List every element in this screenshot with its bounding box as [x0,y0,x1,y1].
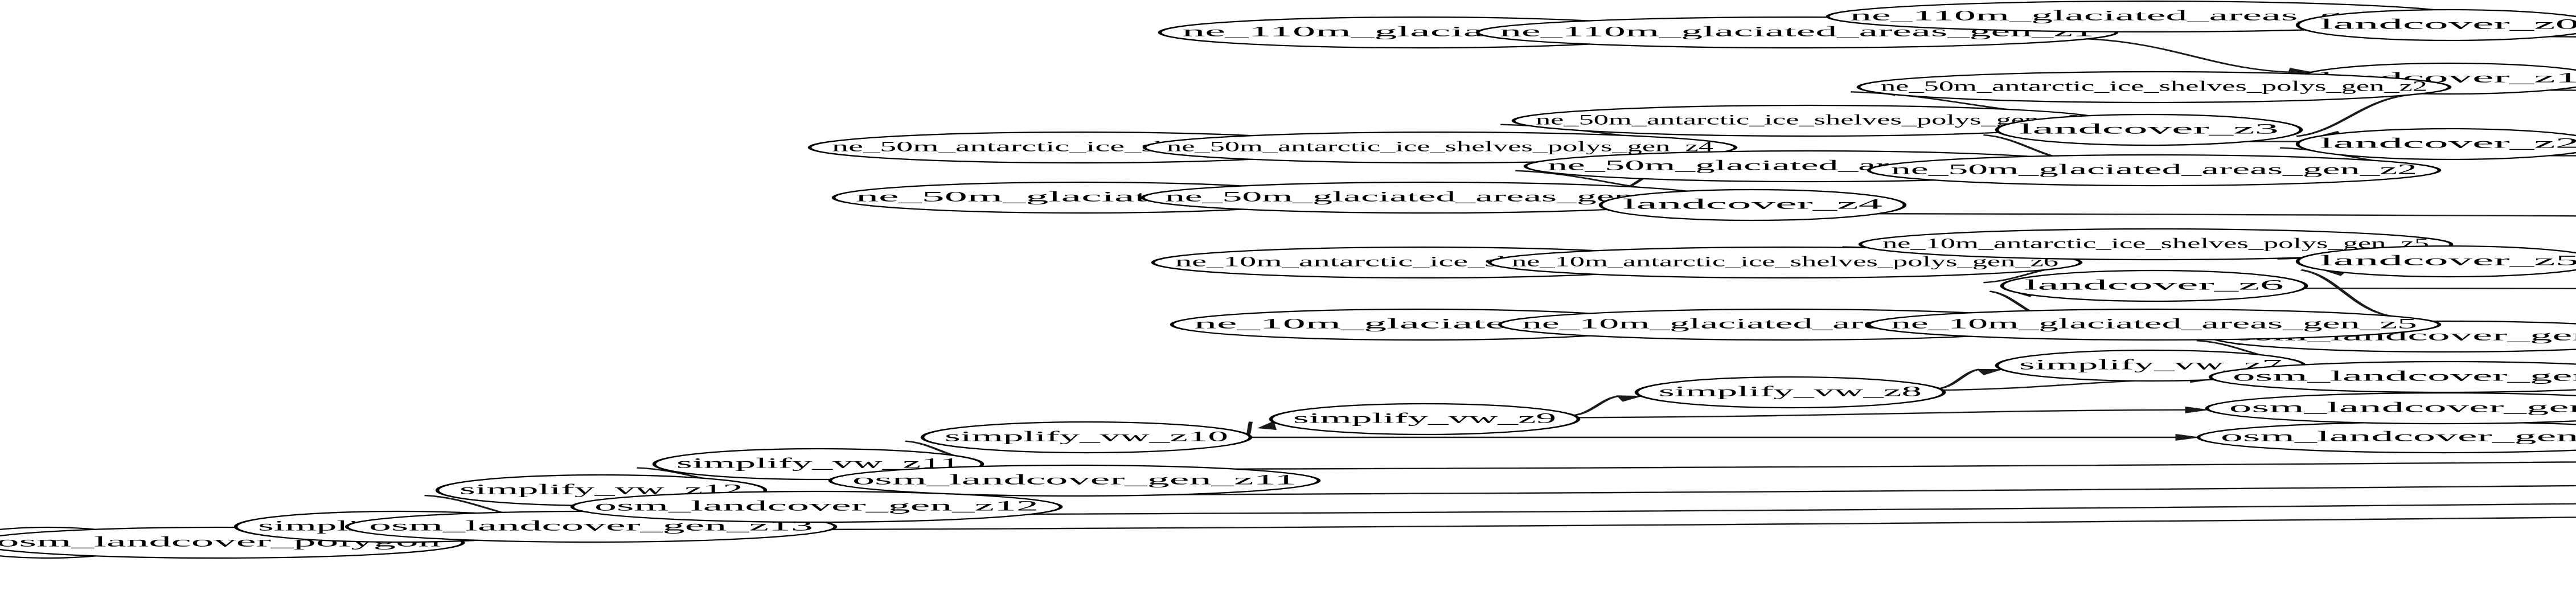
node-landcover_z0[interactable]: landcover_z0 [2295,9,2576,42]
edge-landcover_z6--to--layer_landcover-z6 [2304,288,2576,290]
node-shape [1867,154,2442,187]
node-ne_10m_glaciated_areas_gen_z5[interactable]: ne_10m_glaciated_areas_gen_z5 [1867,308,2442,341]
node-shape [2295,245,2576,278]
edge-landcover_z2--to--layer_landcover-z2 [2550,155,2576,157]
node-landcover_z2[interactable]: landcover_z2 [2295,128,2576,161]
edge-landcover_z0--to--layer_landcover-z0 [2550,36,2576,38]
node-label: landcover_z2 [2320,136,2576,151]
edge-ne_110m_glaciated_areas_gen_z1--to--landcover_z1 [2087,38,2290,73]
node-label: landcover_z6 [2024,277,2284,293]
node-label: ne_50m_glaciated_areas_gen_z2 [1891,162,2417,178]
edge-ne_50m_antarctic_ice_shelves_polys_gen_z2--to--landcover_z2 [2295,94,2410,137]
nodes-layer: imposm3osm_landcover_polygonsimplify_vw_… [0,0,2576,559]
node-label: ne_10m_antarctic_ice_shelves_polys_gen_z… [1882,236,2429,252]
node-label: simplify_vw_z10 [945,429,1228,445]
node-label: landcover_z4 [1623,196,1882,212]
node-shape [570,490,1063,523]
node-shape [920,421,1253,454]
node-label: ne_10m_glaciated_areas_gen_z5 [1891,316,2417,332]
node-shape [1995,113,2303,146]
node-label: osm_landcover_gen_z9 [2229,400,2576,416]
node-osm_landcover_gen_z8[interactable]: osm_landcover_gen_z8 [2208,360,2576,393]
node-ne_50m_glaciated_areas_gen_z2[interactable]: ne_50m_glaciated_areas_gen_z2 [1867,154,2442,187]
edge-simplify_vw_z10--to--simplify_vw_z9 [1246,421,1253,435]
node-landcover_z5[interactable]: landcover_z5 [2295,245,2576,278]
node-label: osm_landcover_gen_z10 [2221,429,2576,445]
node-ne_10m_antarctic_ice_shelves_polys_gen_z5[interactable]: ne_10m_antarctic_ice_shelves_polys_gen_z… [1858,228,2454,261]
node-landcover_z3[interactable]: landcover_z3 [1995,113,2303,146]
node-label: ne_50m_antarctic_ice_shelves_polys_gen_z… [1167,139,1713,155]
node-simplify_vw_z10[interactable]: simplify_vw_z10 [920,421,1253,454]
edge-arrowhead [2175,434,2201,441]
edge-ne_10m_glaciated_areas_gen_z5--to--landcover_z5 [2300,269,2393,317]
node-osm_landcover_gen_z9[interactable]: osm_landcover_gen_z9 [2205,392,2576,425]
node-label: osm_landcover_gen_z8 [2233,368,2576,384]
edge-arrowhead [1257,421,1277,430]
node-osm_landcover_gen_z11[interactable]: osm_landcover_gen_z11 [828,464,1321,497]
node-simplify_vw_z8[interactable]: simplify_vw_z8 [1634,376,1946,409]
edge-osm_landcover_polygon--to--layer_landcover-z14+ [380,516,2576,532]
node-landcover_z4[interactable]: landcover_z4 [1598,188,1907,222]
node-ne_50m_antarctic_ice_shelves_polys_gen_z2[interactable]: ne_50m_antarctic_ice_shelves_polys_gen_z… [1856,71,2452,104]
edge-osm_landcover_gen_z12--to--layer_landcover-z12 [978,485,2576,496]
node-ne_50m_antarctic_ice_shelves_polys_gen_z4[interactable]: ne_50m_antarctic_ice_shelves_polys_gen_z… [1142,131,1738,164]
node-shape [1598,188,1907,222]
node-label: osm_landcover_gen_z12 [594,498,1039,514]
node-osm_landcover_gen_z12[interactable]: osm_landcover_gen_z12 [570,490,1063,523]
edge-osm_landcover_gen_z13--to--layer_landcover-z13 [752,503,2576,516]
node-shape [1858,228,2454,261]
node-shape [2208,360,2576,393]
node-shape [1142,131,1738,164]
edge-simplify_vw_z9--to--simplify_vw_z8 [1572,395,1621,416]
node-label: landcover_z5 [2320,253,2576,269]
edge-simplify_vw_z9--to--osm_landcover_gen_z9 [1577,409,2187,419]
node-shape [828,464,1321,497]
node-landcover_z6[interactable]: landcover_z6 [2000,269,2308,302]
node-shape [2295,128,2576,161]
edge-arrowhead [1976,368,2004,375]
node-label: ne_50m_antarctic_ice_shelves_polys_gen_z… [1881,79,2427,95]
node-osm_landcover_gen_z10[interactable]: osm_landcover_gen_z10 [2196,421,2576,454]
edge-simplify_vw_z8--to--simplify_vw_z7 [1938,368,1981,389]
node-label: osm_landcover_gen_z11 [852,472,1297,488]
node-simplify_vw_z9[interactable]: simplify_vw_z9 [1269,403,1581,436]
node-osm_landcover_polygon[interactable]: osm_landcover_polygon [0,526,465,559]
edge-arrowhead [1616,395,1644,402]
node-shape [1856,71,2452,104]
node-label: landcover_z3 [2019,121,2279,137]
node-simplify_vw_z7[interactable]: simplify_vw_z7 [1995,349,2307,382]
node-label: simplify_vw_z9 [1293,411,1556,427]
node-ne_50m_antarctic_ice_shelves_polys_gen_z3[interactable]: ne_50m_antarctic_ice_shelves_polys_gen_z… [1511,104,2107,137]
node-shape [1269,403,1581,436]
node-label: simplify_vw_z8 [1659,384,1922,400]
node-label: ne_50m_antarctic_ice_shelves_polys_gen_z… [1536,112,2082,128]
node-shape [2000,269,2308,302]
node-shape [1634,376,1946,409]
node-shape [1867,308,2442,341]
node-shape [2295,9,2576,42]
edge-arrowhead [2185,406,2211,413]
node-label: landcover_z0 [2320,17,2576,32]
